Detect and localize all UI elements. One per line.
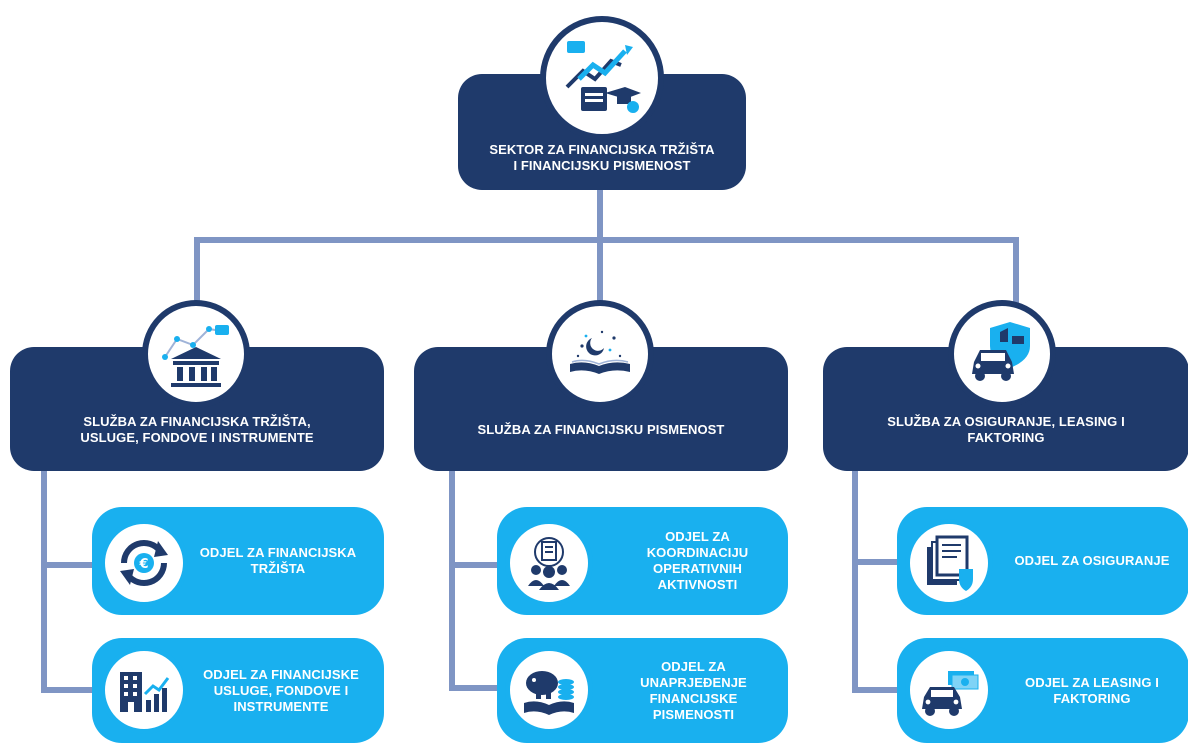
service-icon-circle: [948, 300, 1056, 408]
service-icon-circle: [546, 300, 654, 408]
dept-icon-circle: [905, 519, 993, 607]
dept-icon-circle: [100, 646, 188, 734]
dept-label: ODJEL ZA FINANCIJSKA TRŽIŠTA: [199, 545, 357, 576]
car-money-icon: [922, 671, 979, 716]
sector-icon-circle: [540, 16, 664, 140]
dept-label: ODJEL ZA OSIGURANJE: [1014, 553, 1170, 568]
dept-label: ODJEL ZA KOORDINACIJU OPERATIVNIH AKTIVN…: [646, 529, 749, 592]
piggy-bank-book-icon: [524, 671, 574, 715]
svg-text:€: €: [138, 557, 148, 572]
service-box-markets: SLUŽBA ZA FINANCIJSKA TRŽIŠTA, USLUGE, F…: [10, 347, 384, 471]
dept-icon-circle: [505, 519, 593, 607]
growth-chart-graduation-icon: [565, 41, 641, 113]
sector-label: SEKTOR ZA FINANCIJSKA TRŽIŠTA I FINANCIJ…: [489, 142, 715, 173]
euro-exchange-icon: €: [120, 540, 168, 586]
dept-label: ODJEL ZA UNAPRJEĐENJE FINANCIJSKE PISMEN…: [640, 658, 747, 722]
dept-icon-circle: €: [100, 519, 188, 607]
insurance-documents-icon: [927, 535, 973, 591]
dept-label: ODJEL ZA LEASING I FAKTORING: [1025, 674, 1159, 706]
dept-icon-circle: [505, 646, 593, 734]
service-label: SLUŽBA ZA FINANCIJSKA TRŽIŠTA, USLUGE, F…: [80, 414, 314, 445]
open-book-stars-icon: [570, 330, 630, 374]
dept-label: ODJEL ZA FINANCIJSKE USLUGE, FONDOVE I I…: [203, 666, 359, 714]
service-label: SLUŽBA ZA OSIGURANJE, LEASING I FAKTORIN…: [887, 414, 1125, 445]
bank-network-icon: [162, 325, 229, 387]
car-insurance-shield-icon: [972, 322, 1030, 381]
dept-icon-circle: [905, 646, 993, 734]
team-coordination-icon: [528, 537, 570, 590]
building-growth-icon: [120, 672, 170, 712]
service-label: SLUŽBA ZA FINANCIJSKU PISMENOST: [477, 422, 725, 437]
service-icon-circle: [142, 300, 250, 408]
